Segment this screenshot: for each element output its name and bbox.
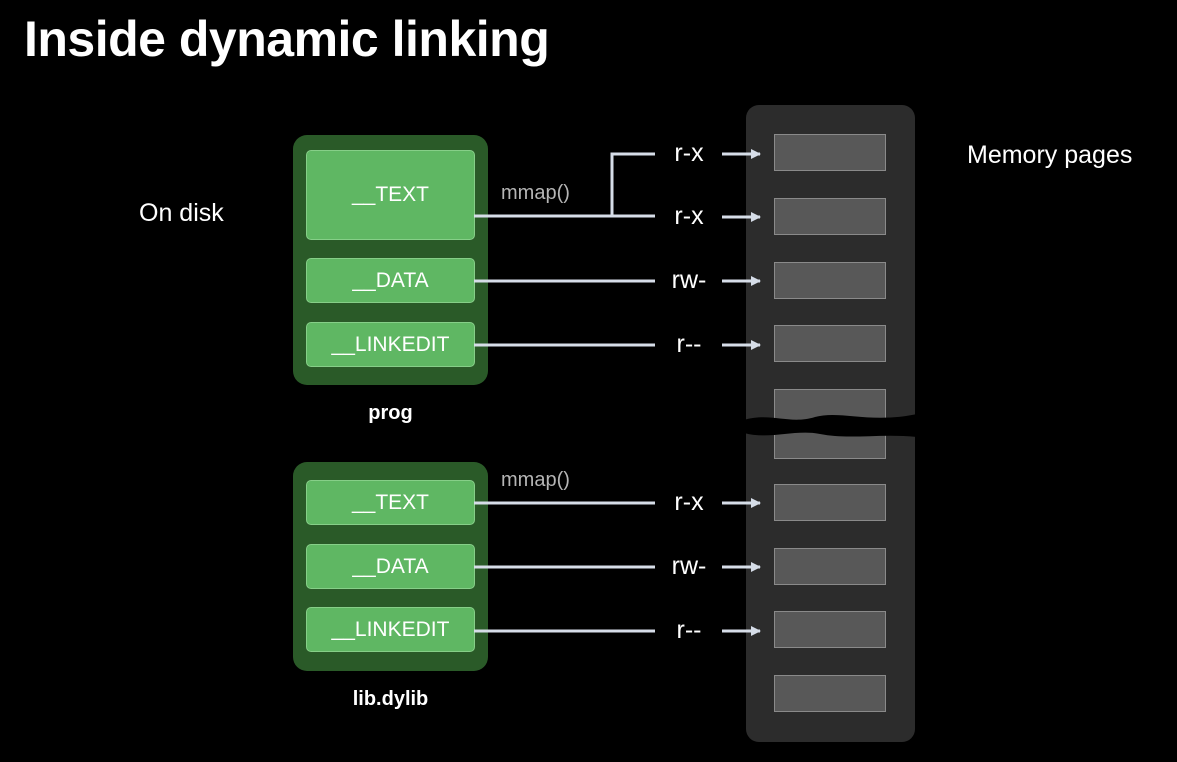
memory-page: [774, 198, 886, 235]
prog-linkedit-segment: __LINKEDIT: [306, 322, 475, 367]
perm-label: rw-: [671, 552, 707, 580]
prog-file-box: __TEXT __DATA __LINKEDIT: [293, 135, 488, 385]
prog-mmap-label: mmap(): [501, 182, 570, 204]
lib-data-segment: __DATA: [306, 544, 475, 589]
memory-page: [774, 134, 886, 171]
page-title: Inside dynamic linking: [24, 11, 550, 67]
perm-label: r--: [676, 616, 702, 644]
memory-page: [774, 262, 886, 299]
lib-file-name: lib.dylib: [352, 688, 429, 710]
memory-page: [774, 325, 886, 362]
memory-page: [774, 675, 886, 712]
perm-label: r-x: [674, 202, 704, 230]
memory-column: [746, 105, 915, 742]
prog-file-name: prog: [368, 402, 413, 424]
on-disk-label: On disk: [139, 199, 224, 227]
prog-text-segment: __TEXT: [306, 150, 475, 240]
memory-pages-label: Memory pages: [967, 141, 1133, 169]
perm-label: r-x: [674, 488, 704, 516]
lib-mmap-label: mmap(): [501, 469, 570, 491]
perm-label: rw-: [671, 266, 707, 294]
memory-page: [774, 548, 886, 585]
perm-label: r-x: [674, 139, 704, 167]
memory-page: [774, 484, 886, 521]
lib-text-segment: __TEXT: [306, 480, 475, 525]
lib-linkedit-segment: __LINKEDIT: [306, 607, 475, 652]
prog-data-segment: __DATA: [306, 258, 475, 303]
memory-page: [774, 611, 886, 648]
lib-file-box: __TEXT __DATA __LINKEDIT: [293, 462, 488, 671]
perm-label: r--: [676, 330, 702, 358]
